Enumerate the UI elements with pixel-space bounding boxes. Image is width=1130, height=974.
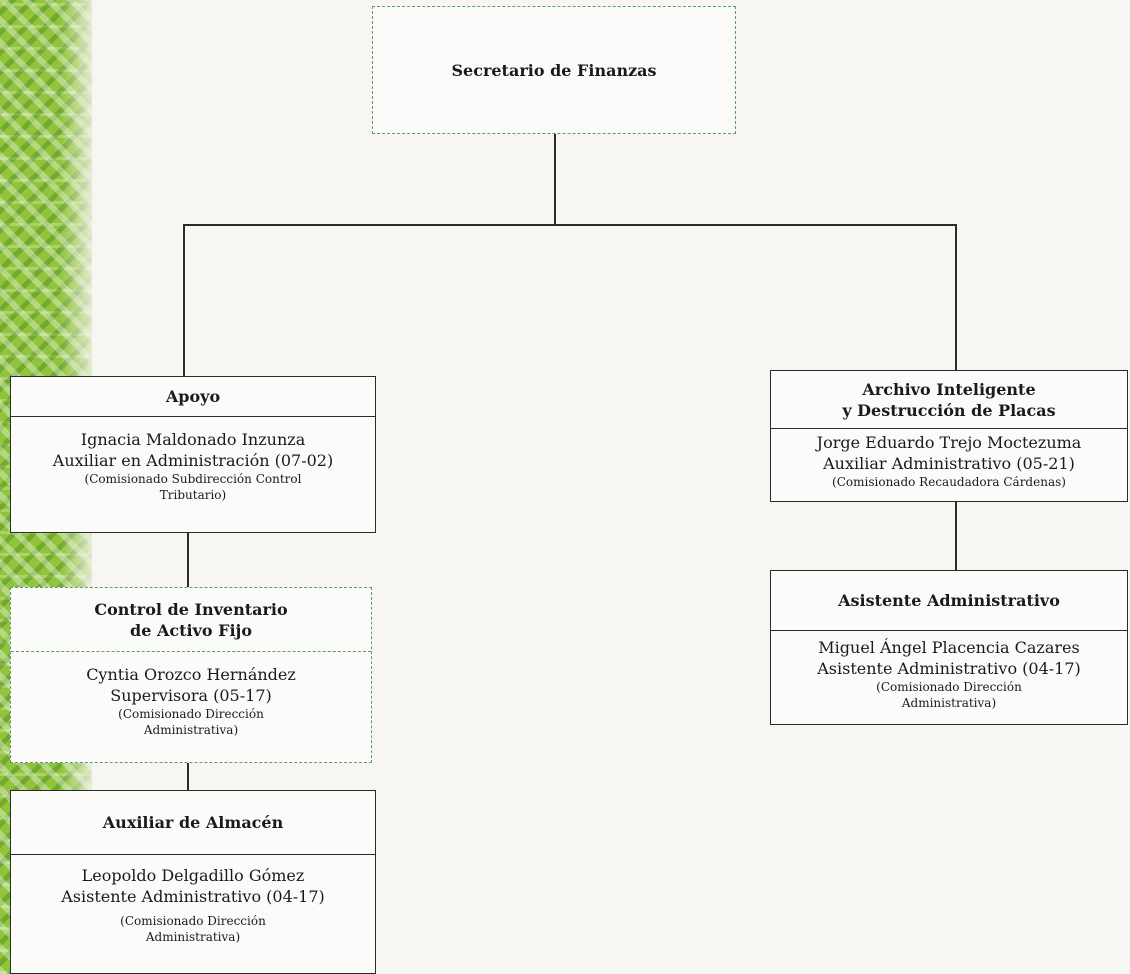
connector-top-vertical: [554, 134, 556, 225]
almacen-details: Leopoldo Delgadillo Gómez Asistente Admi…: [11, 855, 375, 945]
archivo-title: Archivo Inteligente y Destrucción de Pla…: [771, 371, 1127, 429]
control-inventario-name: Cyntia Orozco Hernández: [86, 665, 296, 684]
almacen-position: Asistente Administrativo (04-17): [61, 887, 325, 906]
control-inventario-title: Control de Inventario de Activo Fijo: [11, 588, 371, 652]
asistente-position: Asistente Administrativo (04-17): [817, 659, 1081, 678]
apoyo-note: (Comisionado Subdirección Control Tribut…: [84, 472, 302, 502]
asistente-name: Miguel Ángel Placencia Cazares: [818, 638, 1080, 657]
archivo-note: (Comisionado Recaudadora Cárdenas): [832, 475, 1066, 489]
asistente-note: (Comisionado Dirección Administrativa): [876, 680, 1022, 710]
asistente-title: Asistente Administrativo: [771, 571, 1127, 631]
control-inventario-title-line1: Control de Inventario: [94, 599, 288, 619]
connector-right-down: [955, 224, 957, 370]
connector-control-almacen: [187, 763, 189, 790]
asistente-details: Miguel Ángel Placencia Cazares Asistente…: [771, 631, 1127, 711]
connector-horizontal-branch: [183, 224, 957, 226]
connector-left-down: [183, 224, 185, 376]
apoyo-details: Ignacia Maldonado Inzunza Auxiliar en Ad…: [11, 417, 375, 503]
almacen-note: (Comisionado Dirección Administrativa): [120, 914, 266, 944]
archivo-details: Jorge Eduardo Trejo Moctezuma Auxiliar A…: [771, 429, 1127, 490]
control-inventario-note: (Comisionado Dirección Administrativa): [118, 707, 264, 737]
control-inventario-box: Control de Inventario de Activo Fijo Cyn…: [10, 587, 372, 763]
almacen-title: Auxiliar de Almacén: [11, 791, 375, 855]
connector-archivo-asistente: [955, 502, 957, 570]
archivo-position: Auxiliar Administrativo (05-21): [823, 454, 1075, 473]
archivo-name: Jorge Eduardo Trejo Moctezuma: [816, 433, 1082, 452]
apoyo-box: Apoyo Ignacia Maldonado Inzunza Auxiliar…: [10, 376, 376, 533]
archivo-box: Archivo Inteligente y Destrucción de Pla…: [770, 370, 1128, 502]
apoyo-name: Ignacia Maldonado Inzunza: [80, 430, 306, 449]
connector-apoyo-control: [187, 533, 189, 587]
archivo-title-line1: Archivo Inteligente: [862, 379, 1036, 399]
control-inventario-details: Cyntia Orozco Hernández Supervisora (05-…: [11, 652, 371, 738]
almacen-name: Leopoldo Delgadillo Gómez: [81, 866, 305, 885]
apoyo-position: Auxiliar en Administración (07-02): [52, 451, 334, 470]
asistente-box: Asistente Administrativo Miguel Ángel Pl…: [770, 570, 1128, 725]
secretario-box: Secretario de Finanzas: [372, 6, 736, 134]
control-inventario-position: Supervisora (05-17): [110, 686, 272, 705]
archivo-title-line2: y Destrucción de Placas: [842, 400, 1056, 420]
control-inventario-title-line2: de Activo Fijo: [130, 620, 252, 640]
almacen-box: Auxiliar de Almacén Leopoldo Delgadillo …: [10, 790, 376, 974]
secretario-title: Secretario de Finanzas: [451, 60, 657, 80]
apoyo-title: Apoyo: [11, 377, 375, 417]
